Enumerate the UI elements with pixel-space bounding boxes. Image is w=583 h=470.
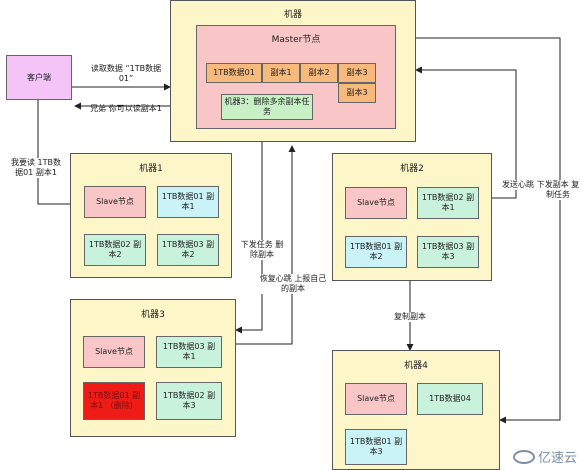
label-dispatch-copy: 下发副本 复制任务 <box>534 180 582 200</box>
arrow-dispatch-delete <box>235 142 263 334</box>
machine1-slave-node: Slave节点 <box>84 186 146 218</box>
machine4: 机器4 Slave节点 1TB数据04 1TB数据01 副本3 <box>332 350 500 470</box>
machine1-title: 机器1 <box>139 164 163 174</box>
machine2-data02-replica1: 1TB数据02 副本1 <box>417 187 479 219</box>
machine2-data01-replica2: 1TB数据01 副本2 <box>345 236 407 268</box>
label-dispatch-delete: 下发任务 删除副本 <box>238 240 286 260</box>
machine2: 机器2 Slave节点 1TB数据02 副本1 1TB数据01 副本2 1TB数… <box>332 153 492 281</box>
machine1-data03-replica2: 1TB数据03 副本2 <box>157 234 219 266</box>
machine3-slave-node: Slave节点 <box>83 336 145 368</box>
client-box: 客户端 <box>6 55 72 100</box>
machine3: 机器3 Slave节点 1TB数据03 副本1 1TB数据01 副本1 （删除）… <box>70 299 236 437</box>
label-heartbeat: 发送心跳 <box>494 180 542 190</box>
master-machine: 机器 Master节点 1TB数据01 副本1 副本2 副本3 副本3 机器3：… <box>170 0 416 142</box>
master-cell-replica1: 副本1 <box>262 63 300 83</box>
master-node: Master节点 1TB数据01 副本1 副本2 副本3 副本3 机器3：删除多… <box>196 25 396 129</box>
label-reply: 兄弟 你可以读副本1 <box>90 104 162 113</box>
machine3-data01-replica1-deleted: 1TB数据01 副本1 （删除） <box>83 382 145 420</box>
label-copy-replica: 复制副本 <box>388 312 432 322</box>
machine2-slave-node: Slave节点 <box>345 187 407 219</box>
machine2-title: 机器2 <box>400 164 424 174</box>
cloud-logo-icon <box>512 449 535 464</box>
machine1-data01-replica1: 1TB数据01 副本1 <box>157 186 219 218</box>
master-cell-replica3: 副本3 <box>338 63 376 83</box>
label-read-request: 读取数据 “1TB数据01” <box>90 64 162 83</box>
label-heartbeat-report: 恢复心跳 上报自己的副本 <box>258 274 328 294</box>
machine2-data03-replica3: 1TB数据03 副本3 <box>417 236 479 268</box>
machine4-title: 机器4 <box>404 361 428 371</box>
arrow-client-read <box>37 100 81 208</box>
machine3-data02-replica3: 1TB数据02 副本3 <box>156 382 222 420</box>
master-cell-replica2: 副本2 <box>300 63 338 83</box>
master-cell-extra-replica3: 副本3 <box>338 83 376 103</box>
machine4-slave-node: Slave节点 <box>345 383 407 415</box>
machine3-title: 机器3 <box>141 310 165 320</box>
master-instruction: 机器3：删除多余副本任务 <box>221 94 313 120</box>
label-client-read: 我要读 1TB数据01 副本1 <box>8 158 64 178</box>
master-machine-title: 机器 <box>283 10 302 20</box>
machine1: 机器1 Slave节点 1TB数据01 副本1 1TB数据02 副本2 1TB数… <box>70 153 232 278</box>
watermark: 亿速云 <box>512 447 577 466</box>
master-node-title: Master节点 <box>271 35 321 45</box>
watermark-text: 亿速云 <box>537 451 577 466</box>
arrow-heartbeat <box>415 66 517 199</box>
master-cell-data01: 1TB数据01 <box>206 63 262 83</box>
machine1-data02-replica2: 1TB数据02 副本2 <box>84 234 146 266</box>
arrow-heartbeat-report <box>236 145 296 345</box>
machine4-data01-replica3: 1TB数据01 副本3 <box>345 429 407 465</box>
arrow-dispatch-copy <box>416 37 561 424</box>
machine4-data04: 1TB数据04 <box>417 383 483 415</box>
machine3-data03-replica1: 1TB数据03 副本1 <box>156 336 222 368</box>
